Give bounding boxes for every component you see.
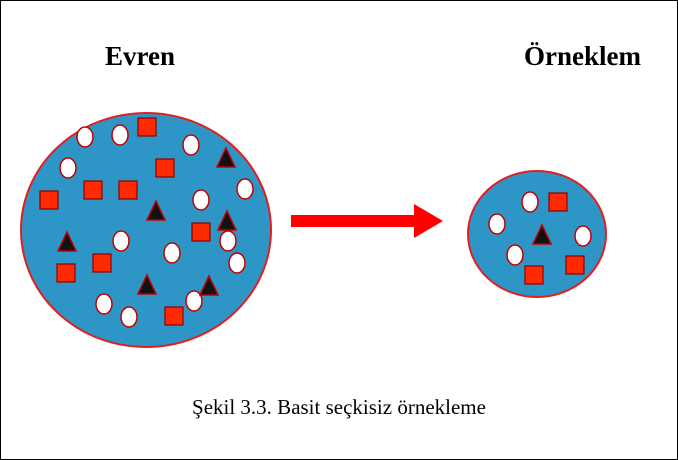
population-triangle [145, 199, 167, 221]
population-triangle [56, 230, 78, 252]
population-triangle [215, 146, 237, 168]
population-circle [236, 178, 254, 200]
population-circle [182, 134, 200, 156]
population-square [83, 180, 103, 200]
population-triangle [216, 209, 238, 231]
population-circle [228, 252, 246, 274]
population-square [155, 158, 175, 178]
population-circle [59, 157, 77, 179]
sample-circle [574, 225, 592, 247]
population-circle [76, 126, 94, 148]
sample-title: Örneklem [524, 41, 641, 71]
sample-circle [488, 213, 506, 235]
sample-square [565, 255, 585, 275]
population-title: Evren [105, 41, 176, 71]
population-square [164, 306, 184, 326]
sample-squares [524, 192, 585, 285]
population-circle [111, 124, 129, 146]
population-square [137, 117, 157, 137]
population-square [56, 263, 76, 283]
sample-square [524, 265, 544, 285]
population-square [118, 180, 138, 200]
population-circle [185, 290, 203, 312]
population-circle [219, 230, 237, 252]
population-square [39, 190, 59, 210]
sample-circle [506, 244, 524, 266]
sample-triangle [531, 223, 553, 245]
population-circle [95, 293, 113, 315]
sample-circle [521, 191, 539, 213]
sample-triangles [531, 223, 553, 245]
population-squares [39, 117, 211, 326]
sample-circles [488, 191, 592, 266]
population-triangles [56, 146, 238, 296]
population-circle [112, 230, 130, 252]
right-arrow-icon [291, 204, 443, 238]
population-circle [120, 306, 138, 328]
population-circles [59, 124, 254, 328]
population-triangle [198, 274, 220, 296]
sample-square [548, 192, 568, 212]
figure-caption: Şekil 3.3. Basit seçkisiz örnekleme [192, 395, 486, 419]
population-circle [163, 242, 181, 264]
population-circle [192, 189, 210, 211]
population-square [92, 253, 112, 273]
population-triangle [136, 273, 158, 295]
population-square [191, 222, 211, 242]
